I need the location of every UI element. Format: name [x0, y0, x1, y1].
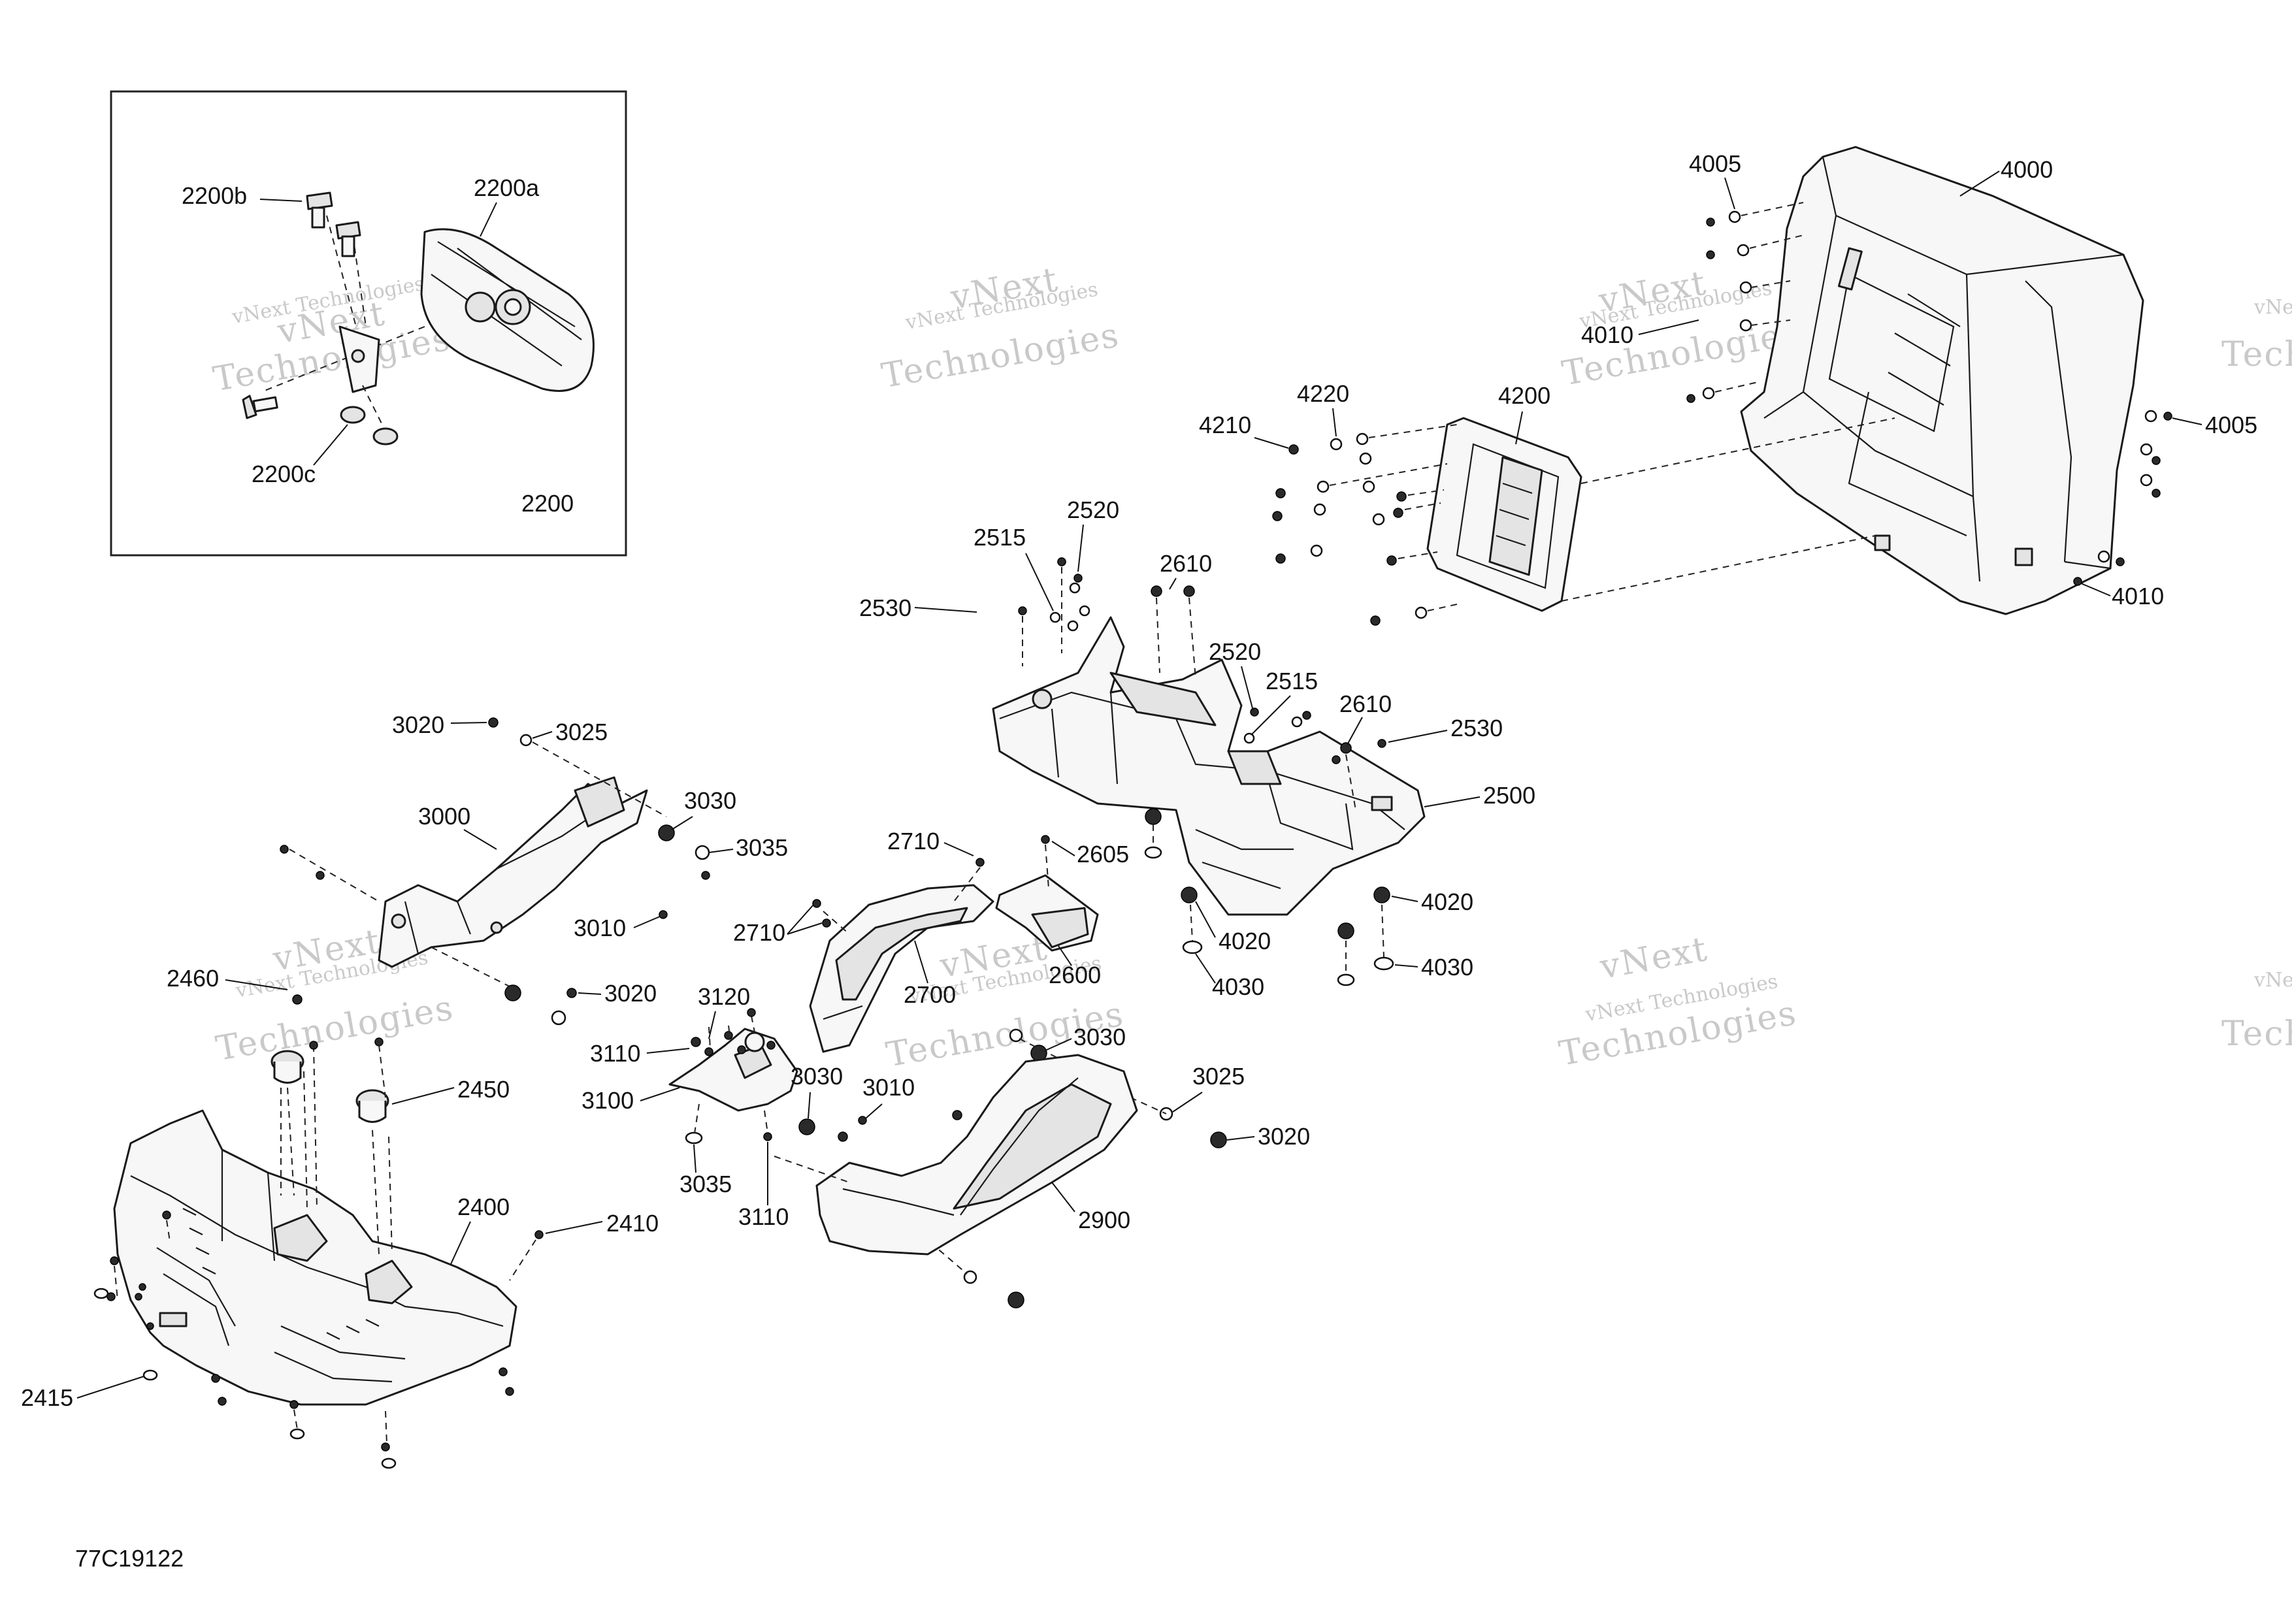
svg-text:vNext: vNext — [1597, 930, 1711, 987]
label-3020-mid: 3020 — [604, 980, 657, 1007]
watermark-edge-right: vNext Technologies Technologies vNext Te… — [2221, 296, 2292, 1054]
label-3035-bottom: 3035 — [679, 1171, 732, 1197]
label-2200b: 2200b — [182, 182, 247, 209]
label-2700: 2700 — [904, 981, 956, 1008]
label-4010-top: 4010 — [1581, 321, 1633, 348]
label-4200: 4200 — [1498, 382, 1550, 409]
label-3025-top: 3025 — [555, 719, 608, 745]
label-3025-right: 3025 — [1192, 1063, 1245, 1090]
floor-panel-2400 — [113, 1109, 517, 1406]
bolt-2200b-1 — [306, 191, 333, 229]
fasteners-4210-4220 — [1272, 424, 1458, 626]
label-2530-left: 2530 — [859, 594, 911, 621]
svg-text:Technologies: Technologies — [2221, 335, 2292, 374]
label-3010-right: 3010 — [862, 1074, 915, 1101]
label-3030-mid: 3030 — [791, 1063, 843, 1090]
inset-frame — [110, 90, 627, 557]
label-2200a: 2200a — [474, 174, 540, 201]
grommet-2200c-2 — [372, 427, 399, 446]
label-4010-right: 4010 — [2112, 583, 2164, 609]
bracket-3100 — [668, 1015, 798, 1112]
label-3030-left: 3030 — [684, 787, 736, 814]
cover-2600 — [995, 835, 1099, 952]
label-4020-right: 4020 — [1421, 888, 1473, 915]
inset-2200: 2200b 2200a 2200c 2200 — [110, 90, 627, 557]
label-4005-top: 4005 — [1689, 150, 1741, 177]
fasteners-3100 — [685, 1008, 1227, 1308]
svg-text:Technologies: Technologies — [2221, 1015, 2292, 1054]
label-2450: 2450 — [457, 1076, 510, 1103]
floor-panel-2500 — [992, 616, 1426, 916]
label-4020-left: 4020 — [1219, 928, 1271, 954]
svg-text:vNext Technologies: vNext Technologies — [2253, 296, 2292, 319]
skid-plate-2900 — [774, 1054, 1138, 1256]
watermark-2: vNext Technologies vNext Technologies — [879, 260, 1122, 396]
fasteners-3000 — [280, 717, 710, 1026]
fender-2700 — [809, 858, 994, 1053]
panel-4200 — [1426, 417, 1895, 612]
label-3030-right: 3030 — [1073, 1024, 1126, 1050]
label-2520-top: 2520 — [1067, 496, 1119, 523]
label-2500: 2500 — [1483, 782, 1535, 809]
label-4210: 4210 — [1199, 412, 1251, 438]
inset-assembly-label: 2200 — [521, 490, 574, 517]
label-2710-top: 2710 — [887, 828, 940, 854]
label-4030-left: 4030 — [1212, 973, 1264, 1000]
label-3010-left: 3010 — [574, 915, 626, 941]
label-2520-mid: 2520 — [1209, 638, 1261, 665]
label-2610-top: 2610 — [1160, 550, 1212, 577]
label-3110-bottom: 3110 — [738, 1203, 789, 1230]
label-3020-top: 3020 — [392, 711, 444, 738]
label-2710-left: 2710 — [733, 919, 785, 946]
label-4000: 4000 — [2001, 156, 2053, 183]
grommet-2200c-1 — [340, 406, 366, 424]
watermark-6: vNext Technologies vNext Technologies — [1556, 930, 1800, 1074]
fasteners-2400 — [93, 994, 544, 1469]
svg-text:vNext Technologies: vNext Technologies — [2253, 969, 2292, 992]
label-3120: 3120 — [698, 983, 750, 1010]
label-3100: 3100 — [581, 1087, 634, 1114]
label-2610-mid: 2610 — [1339, 690, 1392, 717]
label-4220: 4220 — [1297, 380, 1349, 407]
label-2900: 2900 — [1078, 1207, 1130, 1233]
label-2600: 2600 — [1049, 962, 1101, 988]
figure-id: 77C19122 — [75, 1545, 184, 1572]
bolt-2200a-side — [242, 395, 278, 419]
label-2530-right: 2530 — [1450, 715, 1503, 741]
mirror-part-2200a — [261, 228, 595, 393]
label-2200c: 2200c — [252, 461, 316, 487]
label-2415: 2415 — [21, 1384, 73, 1411]
label-2400: 2400 — [457, 1194, 510, 1220]
label-2460: 2460 — [167, 965, 219, 992]
label-3110-top: 3110 — [590, 1040, 640, 1067]
bracket-3000 — [378, 776, 648, 968]
bolt-2200b-2 — [335, 221, 361, 257]
label-4005-right: 4005 — [2205, 412, 2257, 438]
label-3035-left: 3035 — [736, 834, 788, 861]
label-2605: 2605 — [1077, 841, 1129, 868]
watermark-1: vNext Technologies vNext Technologies — [210, 272, 454, 399]
label-2515-mid: 2515 — [1266, 668, 1318, 694]
label-2515-top: 2515 — [974, 524, 1026, 551]
fasteners-2500-group — [1018, 557, 1394, 986]
storage-box-4000 — [1740, 146, 2144, 615]
fasteners-4005-4010 — [1686, 202, 2172, 586]
label-3020-right: 3020 — [1258, 1123, 1310, 1150]
label-4030-right: 4030 — [1421, 954, 1473, 981]
label-2410: 2410 — [606, 1210, 659, 1237]
label-3000: 3000 — [418, 803, 470, 830]
